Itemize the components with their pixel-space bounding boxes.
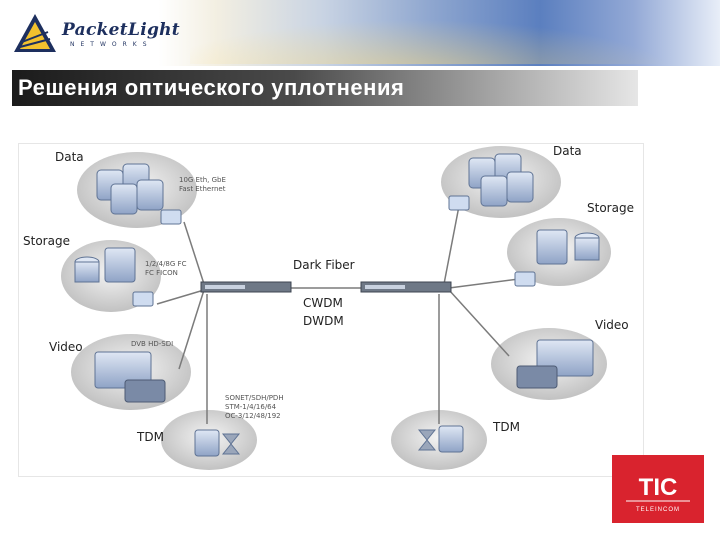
label-left-tdm: TDM: [137, 430, 164, 444]
right-video-icon: [516, 339, 594, 389]
label-left-data: Data: [55, 150, 84, 164]
protocol-storage-line-1: 1/2/4/8G FC: [145, 260, 187, 268]
left-tdm-icon: [194, 429, 241, 457]
right-data-server-icon: [468, 153, 534, 207]
label-right-video: Video: [595, 318, 629, 332]
connection-lines: [156, 205, 520, 424]
left-storage-icon: [74, 247, 136, 283]
tic-logo-text: TIC: [639, 474, 678, 501]
protocol-video: DVB HD-SDI: [131, 340, 174, 348]
protocol-tdm-line-3: OC-3/12/48/192: [225, 412, 281, 420]
dark-fiber-mux-left: [200, 281, 292, 293]
tic-logo: TIC TELEINCOM: [612, 455, 704, 523]
page-title: Решения оптического уплотнения: [18, 75, 405, 100]
logo-wordmark: PacketLight: [62, 20, 180, 40]
right-storage-icon: [536, 229, 600, 265]
header-swoosh-decoration: [190, 4, 720, 64]
protocol-tdm: SONET/SDH/PDH STM-1/4/16/64 OC-3/12/48/1…: [225, 394, 284, 421]
logo-subtext: NETWORKS: [70, 41, 153, 48]
label-right-storage: Storage: [587, 201, 634, 215]
tic-logo-subtext: TELEINCOM: [636, 507, 680, 513]
packetlight-logo-icon: [14, 14, 56, 52]
title-bar: Решения оптического уплотнения: [12, 70, 638, 106]
right-tdm-icon: [417, 425, 464, 453]
diagram-graphics: [61, 146, 611, 470]
protocol-ethernet-line-1: 10G Eth, GbE: [179, 176, 226, 184]
label-left-storage: Storage: [23, 234, 70, 248]
header-banner: PacketLight NETWORKS: [0, 0, 720, 66]
label-cwdm: CWDM: [303, 296, 343, 310]
label-right-tdm: TDM: [493, 420, 520, 434]
protocol-storage: 1/2/4/8G FC FC FICON: [145, 260, 186, 278]
protocol-ethernet-line-2: Fast Ethernet: [179, 185, 226, 193]
dark-fiber-mux-right: [360, 281, 452, 293]
left-video-icon: [94, 351, 166, 403]
protocol-ethernet: 10G Eth, GbE Fast Ethernet: [179, 176, 226, 194]
label-left-video: Video: [49, 340, 83, 354]
edge-switch-icons: [132, 195, 536, 307]
label-dwdm: DWDM: [303, 314, 344, 328]
label-dark-fiber: Dark Fiber: [293, 258, 355, 272]
protocol-tdm-line-1: SONET/SDH/PDH: [225, 394, 284, 402]
protocol-storage-line-2: FC FICON: [145, 269, 178, 277]
tic-logo-glyph: TIC TELEINCOM: [626, 474, 690, 513]
label-right-data: Data: [553, 144, 582, 158]
left-data-server-icon: [96, 163, 164, 215]
network-diagram: Data Storage Video TDM Data Storage Vide…: [18, 143, 644, 477]
protocol-tdm-line-2: STM-1/4/16/64: [225, 403, 277, 411]
